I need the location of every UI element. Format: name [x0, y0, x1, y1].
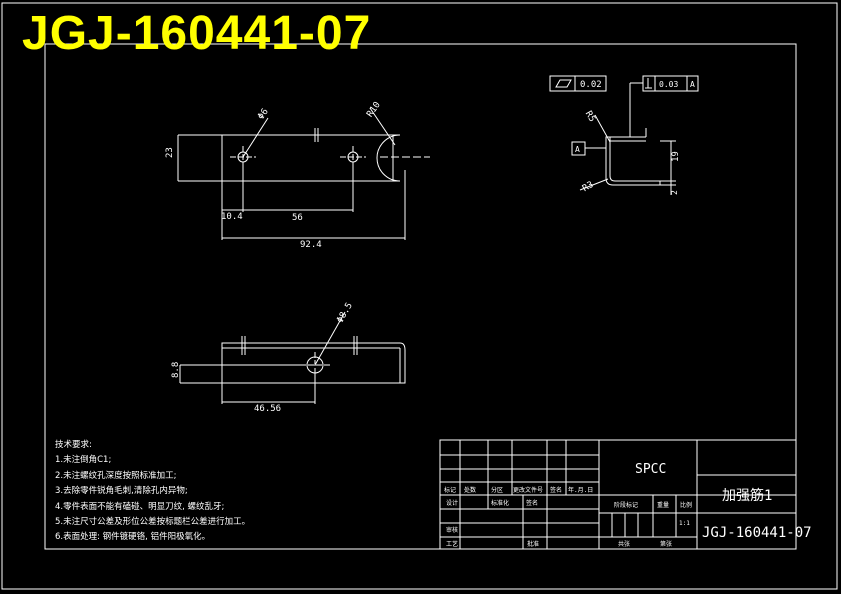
inner-frame: [44, 43, 797, 550]
front-dim-hole: Φ6: [256, 107, 270, 122]
top-outline: [221, 342, 406, 384]
note-item-5: 5.未注尺寸公差及形位公差按标题栏公差进行加工。: [55, 517, 251, 528]
flatness-value: 0.02: [580, 80, 602, 90]
title-review: 审核: [446, 526, 458, 534]
note-item-4: 4.零件表面不能有磕碰、明显刀纹, 螺纹乱牙;: [55, 501, 225, 512]
title-process: 工艺: [446, 540, 458, 548]
title-header-4: 签名: [550, 486, 562, 494]
section-profile: [605, 136, 661, 186]
front-dim-length: 92.4: [300, 240, 322, 250]
section-dim-height: 19: [671, 151, 681, 162]
note-item-2: 2.未注螺纹孔深度按照标准加工;: [55, 470, 177, 481]
section-dim-r-bottom: R3: [581, 180, 595, 194]
note-item-1: 1.未注倒角C1;: [55, 455, 112, 466]
top-dim-position: 46.56: [254, 404, 281, 414]
front-outline: [221, 134, 401, 182]
title-ratio-label: 比例: [680, 501, 692, 509]
note-item-6: 6.表面处理: 钢件镀硬铬, 铝件阳极氧化。: [55, 532, 211, 543]
title-drawing-number: JGJ-160441-07: [702, 525, 812, 541]
section-dim-thickness: 2: [670, 190, 679, 195]
front-dim-height: 23: [165, 147, 175, 158]
title-row-standard: 标准化: [491, 499, 509, 507]
title-header-2: 分区: [491, 486, 503, 494]
title-row-designer: 设计: [446, 499, 458, 507]
flatness-frame: [549, 75, 607, 92]
front-view: [177, 107, 430, 240]
top-dim-offset: 8.8: [171, 362, 181, 378]
perp-value: 0.03: [659, 80, 678, 89]
title-material: SPCC: [635, 462, 666, 477]
note-item-3: 3.去除零件锐角毛刺,清除孔内异物;: [55, 486, 188, 497]
perp-datum: A: [690, 80, 695, 89]
front-dim-radius: R10: [365, 100, 383, 119]
title-header-1: 处数: [464, 486, 476, 494]
top-view: [179, 311, 406, 404]
section-view: [549, 75, 699, 195]
title-weight-label: 重量: [657, 501, 669, 509]
front-dim-offset: 10.4: [221, 212, 243, 222]
title-header-3: 更改文件号: [513, 486, 543, 494]
notes-heading: 技术要求:: [55, 440, 92, 450]
title-header-0: 标记: [444, 486, 456, 494]
flatness-symbol: [555, 79, 572, 88]
front-dim-pitch: 56: [292, 213, 303, 223]
title-sheet: 第张: [660, 540, 672, 548]
title-block: [439, 439, 797, 550]
title-stage-label: 阶段标记: [614, 501, 638, 509]
title-row-signature: 签名: [526, 499, 538, 507]
title-scale: 1:1: [679, 520, 690, 527]
title-sheets: 共张: [618, 540, 630, 548]
technical-requirements: 技术要求: 1.未注倒角C1; 2.未注螺纹孔深度按照标准加工; 3.去除零件锐…: [55, 438, 250, 546]
title-header-5: 年.月.日: [568, 486, 593, 494]
section-dim-r-top: R5: [583, 110, 597, 124]
title-part-name: 加强筋1: [722, 487, 772, 504]
title-approve: 批准: [527, 540, 539, 548]
drawing-number-banner: JGJ-160441-07: [22, 7, 372, 60]
datum-label: A: [575, 145, 580, 154]
top-dim-hole: Φ8.5: [335, 301, 355, 325]
